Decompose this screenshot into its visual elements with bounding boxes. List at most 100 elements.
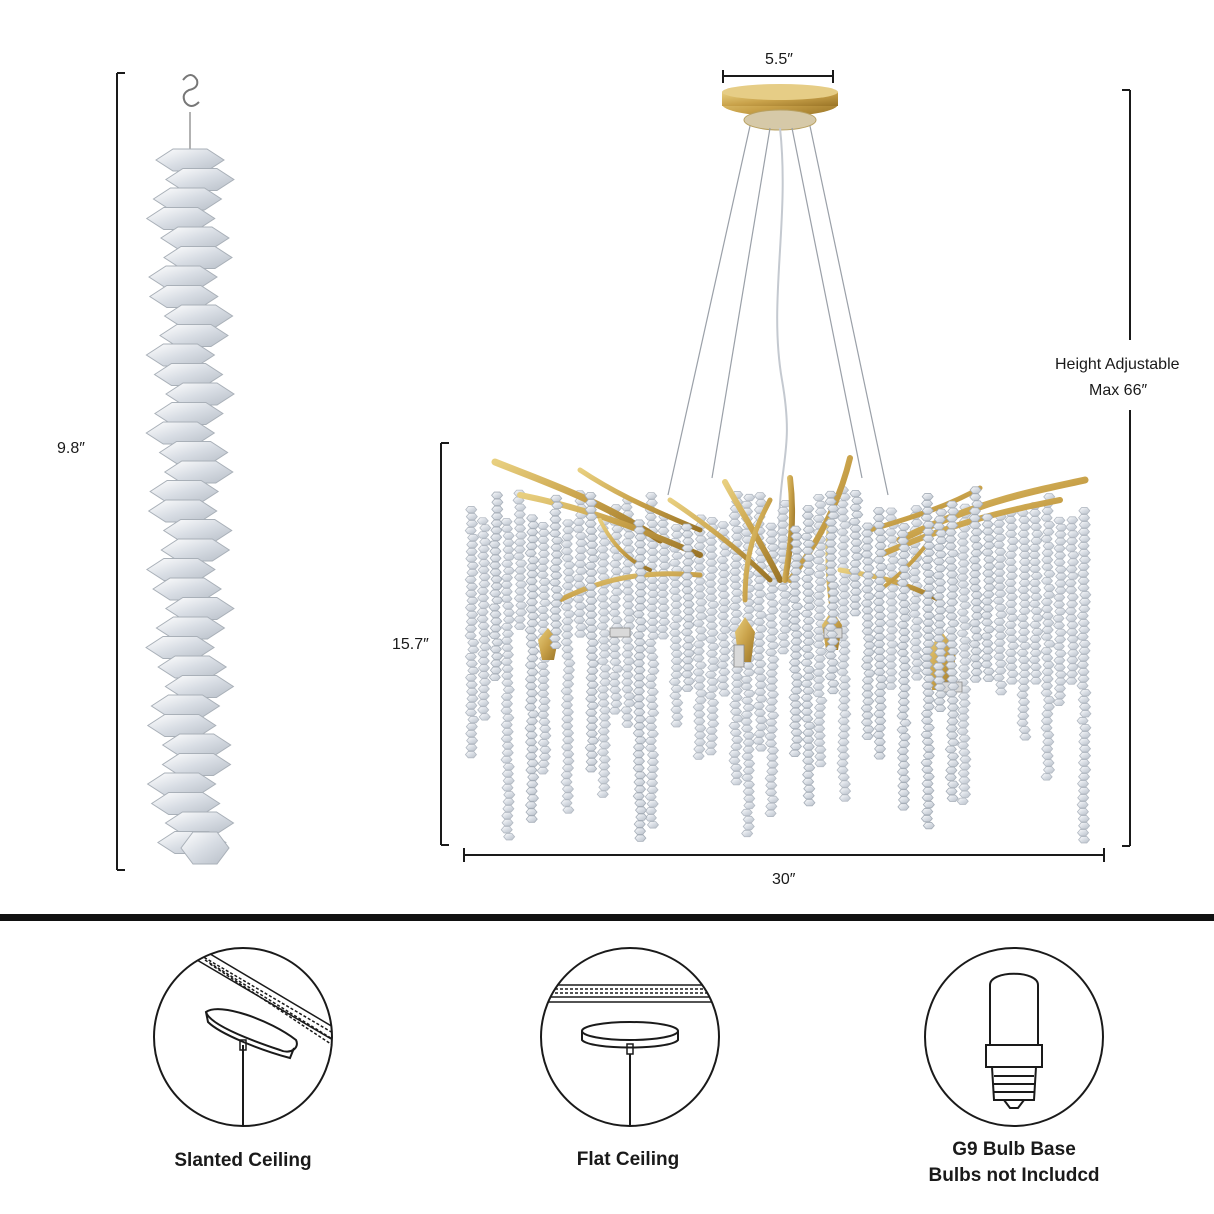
crystal-drop [861, 620, 874, 628]
bulb-caption-line2: Bulbs not Includcd [928, 1164, 1100, 1186]
crystal-drop [1029, 635, 1042, 643]
crystal-drop [585, 709, 598, 717]
crystal-drop [861, 627, 874, 635]
crystal-drop [500, 721, 513, 729]
canopy-width-label: 5.5″ [765, 51, 793, 68]
crystal-bead [160, 538, 231, 562]
crystal-drop [706, 566, 719, 574]
crystal-drop [668, 678, 681, 686]
crystal-drop [874, 745, 887, 753]
crystal-drop [922, 703, 935, 711]
crystal-drop [802, 596, 815, 604]
crystal-drop [789, 721, 802, 729]
crystal-drop [957, 559, 970, 567]
crystal-drop [704, 573, 717, 581]
crystal-drop [550, 550, 563, 559]
crystal-drop [527, 647, 540, 655]
crystal-drop [1054, 579, 1067, 588]
crystal-drop [645, 695, 658, 703]
crystal-drop [550, 627, 563, 636]
crystal-drop [526, 759, 539, 767]
crystal-drop [476, 608, 489, 616]
crystal-drop [933, 683, 946, 691]
crystal-bead [147, 499, 218, 523]
crystal-drop [596, 622, 609, 630]
crystal-drop [980, 632, 993, 640]
crystal-drop [789, 644, 803, 652]
crystal-drop [802, 750, 815, 758]
crystal-drop [946, 549, 960, 557]
strand-height-bracket [116, 72, 125, 871]
crystal-drop [644, 737, 657, 745]
crystal-drop [585, 527, 598, 535]
crystal-drop [525, 640, 538, 648]
crystal-bead [161, 753, 232, 776]
crystal-drop [838, 591, 851, 599]
crystal-drop [765, 683, 778, 691]
crystal-drop [788, 574, 801, 582]
crystal-drop [824, 539, 837, 548]
crystal-drop [1053, 663, 1066, 672]
crystal-drop [767, 711, 780, 719]
crystal-drop [1029, 523, 1043, 531]
crystal-drop [1029, 586, 1042, 594]
crystal-drop [1042, 759, 1055, 767]
crystal-drop [1042, 528, 1055, 536]
crystal-drop [813, 724, 826, 733]
crystal-drop [477, 622, 490, 630]
crystal-drop [921, 647, 934, 655]
crystal-drop [525, 542, 538, 550]
crystal-drop [597, 734, 610, 742]
crystal-drop [1041, 563, 1054, 571]
crystal-drop [837, 612, 850, 620]
crystal-drop [838, 724, 851, 732]
crystal-drop [634, 554, 647, 562]
crystal-drop [608, 707, 621, 715]
crystal-drop [1053, 684, 1066, 693]
crystal-drop [680, 628, 693, 636]
crystal-drop [920, 759, 933, 767]
crystal-drop [575, 546, 588, 554]
crystal-drop [728, 603, 741, 611]
crystal-drop [873, 654, 886, 662]
crystal-drop [585, 688, 598, 696]
crystal-drop [622, 608, 635, 616]
crystal-drop [562, 568, 575, 576]
crystal-drop [946, 675, 959, 683]
crystal-drop [561, 694, 574, 702]
crystal-drop [827, 504, 840, 513]
crystal-drop [501, 644, 514, 652]
crystal-drop [740, 682, 753, 691]
crystal-drop [693, 717, 706, 725]
crystal-drop [512, 552, 525, 560]
crystal-drop [980, 660, 993, 668]
crystal-drop [502, 714, 515, 722]
crystal-drop [980, 611, 993, 619]
crystal-drop [1007, 537, 1020, 545]
crystal-drop [944, 528, 957, 536]
crystal-drop [633, 715, 646, 723]
crystal-drop [537, 536, 550, 544]
crystal-drop [897, 796, 911, 804]
crystal-drop [741, 829, 754, 838]
crystal-drop [550, 571, 563, 580]
crystal-drop [561, 631, 574, 639]
crystal-drop [1076, 829, 1090, 837]
crystal-drop [778, 597, 791, 606]
crystal-drop [862, 648, 875, 656]
crystal-drop [620, 706, 633, 714]
crystal-drop [608, 644, 621, 652]
crystal-drop [646, 786, 659, 794]
crystal-drop [500, 826, 513, 834]
crystal-drop [502, 609, 516, 617]
crystal-drop [755, 716, 768, 724]
crystal-bead [152, 187, 223, 211]
crystal-drop [1018, 516, 1031, 524]
crystal-drop [896, 712, 909, 720]
crystal-drop [634, 547, 647, 555]
crystal-drop [802, 792, 815, 800]
crystal-drop [704, 580, 717, 588]
crystal-drop [777, 506, 790, 515]
crystal-drop [765, 718, 778, 726]
crystal-drop [909, 624, 922, 632]
